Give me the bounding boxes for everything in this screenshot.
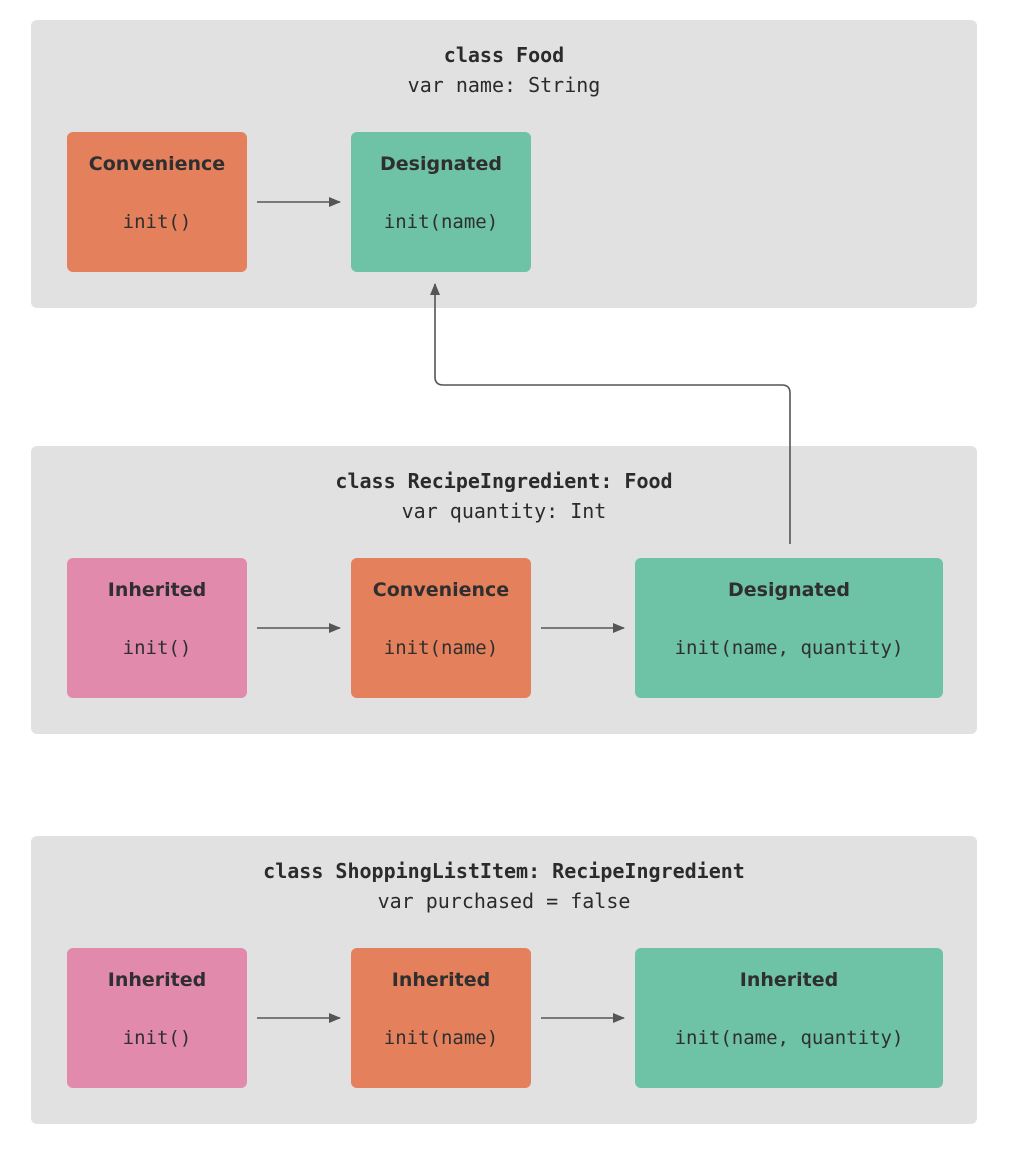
shopping-inherited-label-3: Inherited bbox=[739, 969, 839, 991]
recipe-ingredient-class-header: class RecipeIngredient: Food var quantit… bbox=[31, 466, 977, 526]
food-designated-label: Designated bbox=[380, 153, 502, 175]
food-convenience-code: init() bbox=[122, 211, 192, 233]
shopping-inherited-code-2: init(name) bbox=[383, 1027, 499, 1049]
shopping-inherited-code-1: init() bbox=[122, 1027, 192, 1049]
shopping-list-item-class-header: class ShoppingListItem: RecipeIngredient… bbox=[31, 856, 977, 916]
food-convenience-init-box: Convenience init() bbox=[67, 132, 247, 272]
recipe-designated-code: init(name, quantity) bbox=[674, 637, 904, 659]
recipe-inherited-init-box: Inherited init() bbox=[67, 558, 247, 698]
food-convenience-label: Convenience bbox=[88, 153, 226, 175]
recipe-ingredient-class-panel: class RecipeIngredient: Food var quantit… bbox=[31, 446, 977, 734]
food-class-panel: class Food var name: String Convenience … bbox=[31, 20, 977, 308]
recipe-inherited-label: Inherited bbox=[107, 579, 207, 601]
food-class-header: class Food var name: String bbox=[31, 40, 977, 100]
shopping-inherited-code-3: init(name, quantity) bbox=[674, 1027, 904, 1049]
shopping-inherited-label-2: Inherited bbox=[391, 969, 491, 991]
recipe-designated-label: Designated bbox=[728, 579, 850, 601]
food-designated-init-box: Designated init(name) bbox=[351, 132, 531, 272]
shopping-inherited-label-1: Inherited bbox=[107, 969, 207, 991]
recipe-inherited-code: init() bbox=[122, 637, 192, 659]
recipe-ingredient-class-declaration: class RecipeIngredient: Food bbox=[335, 469, 673, 493]
recipe-convenience-code: init(name) bbox=[383, 637, 499, 659]
shopping-inherited-name-quantity-init-box: Inherited init(name, quantity) bbox=[635, 948, 943, 1088]
recipe-ingredient-property-declaration: var quantity: Int bbox=[401, 499, 607, 523]
shopping-list-item-class-panel: class ShoppingListItem: RecipeIngredient… bbox=[31, 836, 977, 1124]
shopping-list-item-class-declaration: class ShoppingListItem: RecipeIngredient bbox=[263, 859, 745, 883]
food-property-declaration: var name: String bbox=[407, 73, 601, 97]
recipe-convenience-init-box: Convenience init(name) bbox=[351, 558, 531, 698]
recipe-convenience-label: Convenience bbox=[372, 579, 510, 601]
shopping-list-item-property-declaration: var purchased = false bbox=[377, 889, 631, 913]
recipe-designated-init-box: Designated init(name, quantity) bbox=[635, 558, 943, 698]
shopping-inherited-init-box: Inherited init() bbox=[67, 948, 247, 1088]
shopping-inherited-name-init-box: Inherited init(name) bbox=[351, 948, 531, 1088]
food-class-declaration: class Food bbox=[443, 43, 565, 67]
food-designated-code: init(name) bbox=[383, 211, 499, 233]
